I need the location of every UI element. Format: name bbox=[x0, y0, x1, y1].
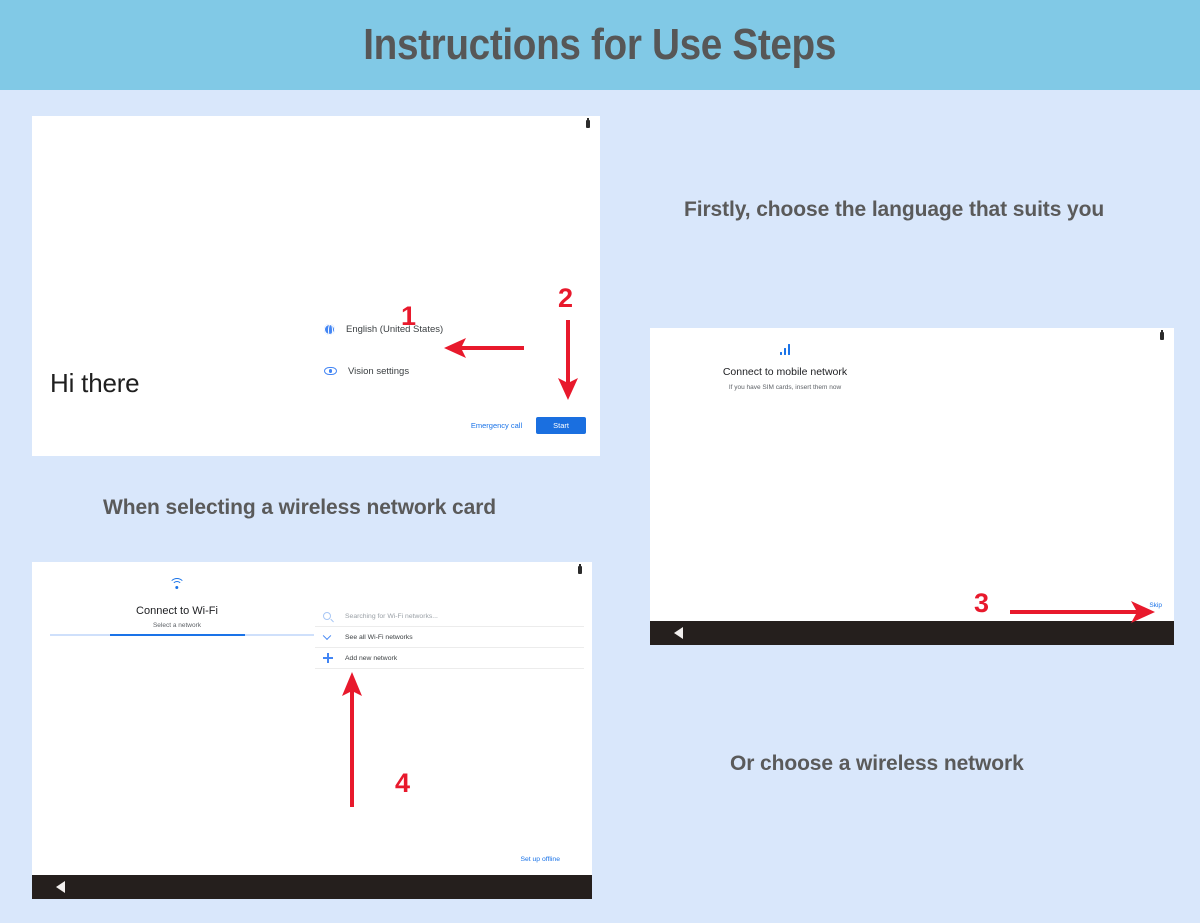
emergency-call-link[interactable]: Emergency call bbox=[470, 420, 523, 430]
welcome-actions: Emergency call Start bbox=[470, 416, 586, 434]
battery-icon bbox=[578, 564, 582, 574]
tablet-screenshot-welcome: Hi there English (United States) Vision … bbox=[32, 116, 600, 456]
wifi-title: Connect to Wi-Fi bbox=[136, 605, 218, 617]
globe-icon bbox=[324, 323, 335, 337]
wifi-list-item-see-all[interactable]: See all Wi-Fi networks bbox=[315, 627, 584, 648]
wifi-list-item-label: See all Wi-Fi networks bbox=[345, 633, 413, 641]
greeting-text: Hi there bbox=[50, 368, 140, 398]
eye-icon bbox=[324, 367, 337, 375]
setup-offline-link[interactable]: Set up offline bbox=[520, 856, 560, 863]
annotation-number-3: 3 bbox=[974, 588, 990, 618]
page-title: Instructions for Use Steps bbox=[363, 20, 837, 69]
annotation-arrow-left-1 bbox=[444, 338, 524, 358]
mobile-network-header: Connect to mobile network If you have SI… bbox=[650, 342, 920, 391]
battery-icon bbox=[586, 118, 590, 128]
wifi-list-item-label: Searching for Wi-Fi networks... bbox=[345, 612, 438, 620]
back-icon[interactable] bbox=[56, 881, 65, 893]
search-icon bbox=[323, 612, 331, 620]
annotation-arrow-down-2 bbox=[558, 320, 578, 400]
android-navigation-bar bbox=[650, 621, 1174, 645]
page-header: Instructions for Use Steps bbox=[0, 0, 1200, 90]
back-icon[interactable] bbox=[674, 627, 683, 639]
caption-wireless-network-card: When selecting a wireless network card bbox=[103, 496, 497, 519]
wifi-header: Connect to Wi-Fi Select a network bbox=[32, 578, 322, 629]
battery-icon bbox=[1160, 330, 1164, 340]
option-vision-settings-label: Vision settings bbox=[348, 365, 410, 377]
wifi-list-item-add-network[interactable]: Add new network bbox=[315, 648, 584, 669]
android-navigation-bar bbox=[32, 875, 592, 899]
start-button[interactable]: Start bbox=[536, 416, 586, 434]
annotation-number-4: 4 bbox=[395, 768, 411, 798]
wifi-subtitle: Select a network bbox=[152, 622, 202, 629]
wifi-screen: Connect to Wi-Fi Select a network Search… bbox=[32, 562, 592, 899]
welcome-screen: Hi there English (United States) Vision … bbox=[32, 116, 600, 456]
option-language[interactable]: English (United States) bbox=[324, 315, 524, 343]
chevron-down-icon bbox=[322, 631, 332, 641]
annotation-number-1: 1 bbox=[401, 301, 417, 331]
option-vision-settings[interactable]: Vision settings bbox=[324, 357, 524, 385]
wifi-list-item-label: Add new network bbox=[345, 654, 398, 662]
mobile-network-screen: Connect to mobile network If you have SI… bbox=[650, 328, 1174, 645]
mobile-network-title: Connect to mobile network bbox=[722, 366, 848, 378]
caption-choose-language: Firstly, choose the language that suits … bbox=[684, 198, 1105, 221]
annotation-number-2: 2 bbox=[558, 283, 574, 313]
annotation-arrow-up-4 bbox=[342, 672, 362, 807]
annotation-arrow-right-3 bbox=[1010, 601, 1155, 623]
plus-icon bbox=[323, 653, 333, 663]
skip-link[interactable]: Skip bbox=[1149, 602, 1162, 609]
option-language-label: English (United States) bbox=[346, 323, 444, 335]
signal-bars-icon bbox=[779, 344, 791, 355]
tablet-screenshot-mobile-network: Connect to mobile network If you have SI… bbox=[650, 328, 1174, 645]
caption-choose-wireless-network: Or choose a wireless network bbox=[730, 752, 1024, 775]
wifi-list-item-searching[interactable]: Searching for Wi-Fi networks... bbox=[315, 606, 584, 627]
wifi-network-list: Searching for Wi-Fi networks... See all … bbox=[315, 606, 584, 669]
tablet-screenshot-wifi: Connect to Wi-Fi Select a network Search… bbox=[32, 562, 592, 899]
welcome-options-list: English (United States) Vision settings bbox=[324, 315, 524, 399]
wifi-icon bbox=[169, 578, 185, 590]
loading-progress-bar bbox=[50, 634, 314, 636]
mobile-network-subtitle: If you have SIM cards, insert them now bbox=[728, 384, 842, 391]
